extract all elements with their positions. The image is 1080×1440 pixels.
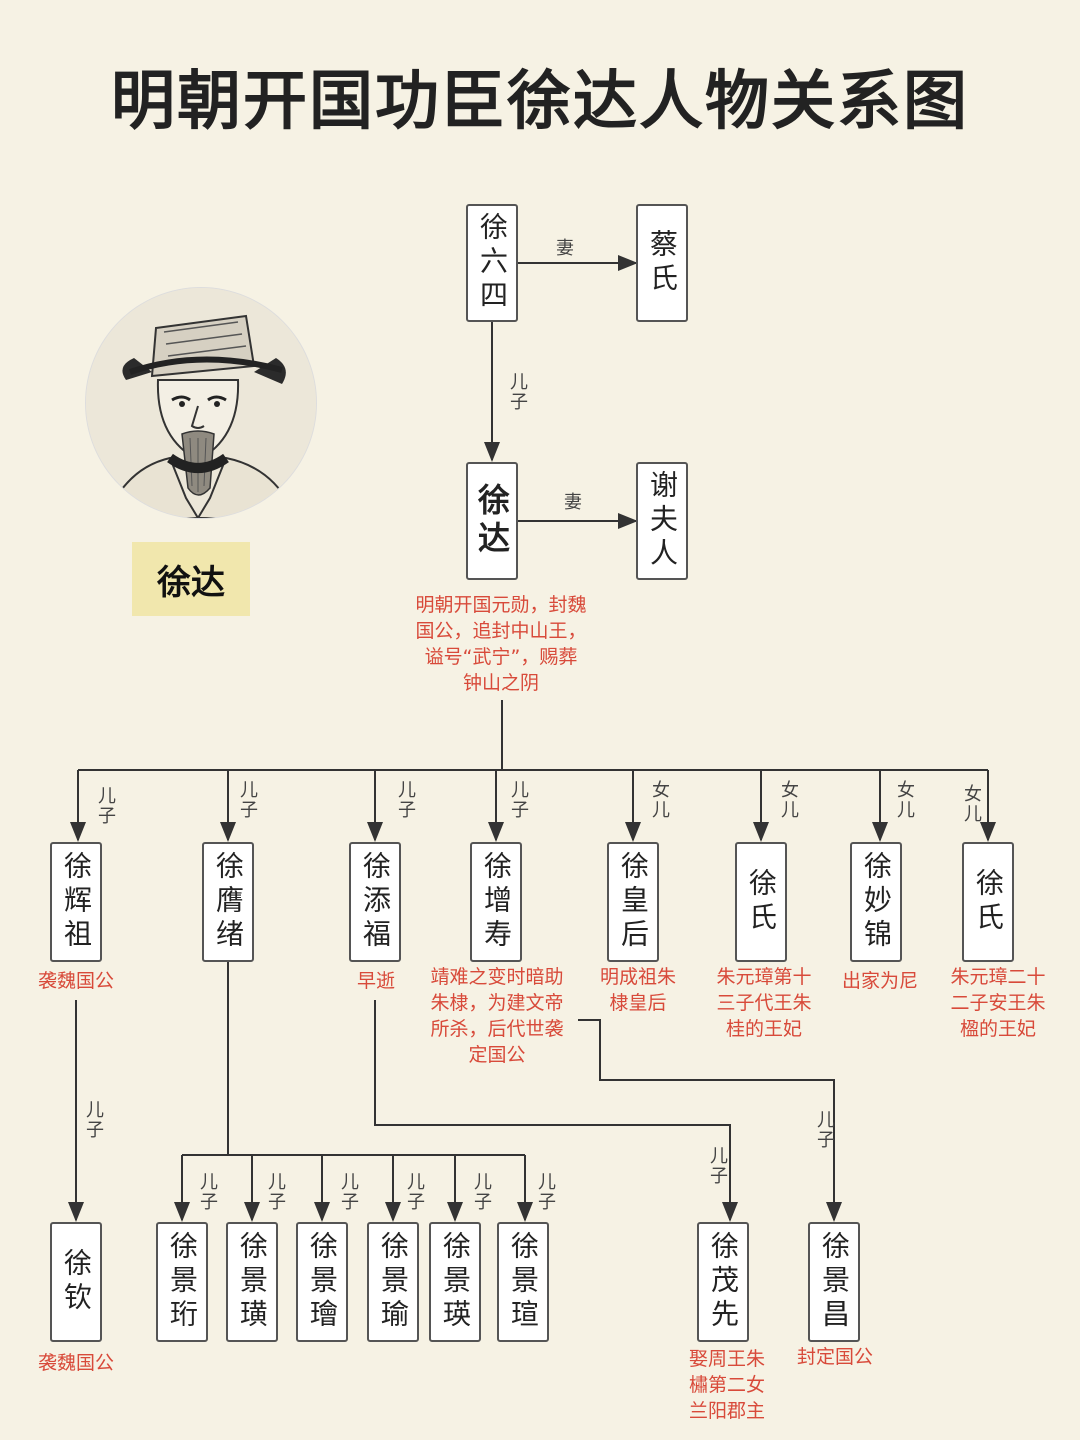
person-name: 徐景珩 xyxy=(166,1231,199,1333)
person-name: 徐景瑄 xyxy=(507,1231,540,1333)
person-node-xu-zengshou[interactable]: 徐增寿 xyxy=(470,842,522,962)
person-node-xu-miaojin[interactable]: 徐妙锦 xyxy=(850,842,902,962)
relation-label-son: 儿子 xyxy=(338,1172,359,1212)
note-xu-qin: 袭魏国公 xyxy=(37,1352,114,1374)
person-name: 徐六四 xyxy=(476,212,509,314)
person-node-xie-furen[interactable]: 谢夫人 xyxy=(636,462,688,580)
person-name: 徐氏 xyxy=(745,868,778,936)
relation-label-son: 儿子 xyxy=(707,1146,728,1186)
note-xu-tianfu: 早逝 xyxy=(356,970,395,992)
person-name: 徐景瑛 xyxy=(439,1231,472,1333)
person-node-xu-jingheng[interactable]: 徐景珩 xyxy=(156,1222,208,1342)
person-name: 徐妙锦 xyxy=(860,851,893,953)
person-name: 徐达 xyxy=(473,483,511,559)
relation-label-wife: 妻 xyxy=(556,238,574,259)
person-node-xu-yingxu[interactable]: 徐膺绪 xyxy=(202,842,254,962)
person-name: 徐钦 xyxy=(60,1248,93,1316)
relation-label-daughter: 女儿 xyxy=(649,780,670,820)
person-node-xu-da[interactable]: 徐达 xyxy=(466,462,518,580)
person-node-xu-jinghuang[interactable]: 徐景璜 xyxy=(226,1222,278,1342)
person-node-xu-tianfu[interactable]: 徐添福 xyxy=(349,842,401,962)
person-name: 徐景璯 xyxy=(306,1231,339,1333)
note-xu-shi-b: 朱元璋二十二子安王朱楹的王妃 xyxy=(950,966,1046,1040)
relation-label-son: 儿子 xyxy=(507,372,528,412)
relation-label-son: 儿子 xyxy=(471,1172,492,1212)
person-node-xu-liusi[interactable]: 徐六四 xyxy=(466,204,518,322)
person-node-xu-shi-b[interactable]: 徐氏 xyxy=(962,842,1014,962)
relation-label-son: 儿子 xyxy=(237,780,258,820)
person-name: 徐茂先 xyxy=(707,1231,740,1333)
portrait-caption: 徐达 xyxy=(132,542,250,616)
person-node-xu-huanghou[interactable]: 徐皇后 xyxy=(607,842,659,962)
note-xu-shi-a: 朱元璋第十三子代王朱桂的王妃 xyxy=(716,966,812,1040)
relation-label-son: 儿子 xyxy=(95,786,116,826)
person-name: 徐添福 xyxy=(359,851,392,953)
relation-label-son: 儿子 xyxy=(508,780,529,820)
person-node-xu-huizu[interactable]: 徐辉祖 xyxy=(50,842,102,962)
relation-label-son: 儿子 xyxy=(395,780,416,820)
relation-label-daughter: 女儿 xyxy=(778,780,799,820)
person-name: 徐景璜 xyxy=(236,1231,269,1333)
portrait-sketch xyxy=(86,288,316,518)
relation-label-son: 儿子 xyxy=(265,1172,286,1212)
relation-label-son: 儿子 xyxy=(535,1172,556,1212)
person-name: 徐增寿 xyxy=(480,851,513,953)
relation-label-daughter: 女儿 xyxy=(894,780,915,820)
note-xu-jingchang: 封定国公 xyxy=(796,1346,873,1368)
relation-label-son: 儿子 xyxy=(83,1100,104,1140)
person-name: 徐皇后 xyxy=(617,851,650,953)
person-name: 徐景昌 xyxy=(818,1231,851,1333)
page-title: 明朝开国功臣徐达人物关系图 xyxy=(111,65,969,139)
note-xu-miaojin: 出家为尼 xyxy=(841,970,918,992)
person-name: 蔡氏 xyxy=(646,229,679,297)
person-node-xu-jingxuan[interactable]: 徐景瑄 xyxy=(497,1222,549,1342)
person-node-xu-jingchang[interactable]: 徐景昌 xyxy=(808,1222,860,1342)
person-node-xu-maoxian[interactable]: 徐茂先 xyxy=(697,1222,749,1342)
relation-label-son: 儿子 xyxy=(814,1110,835,1150)
note-xu-da: 明朝开国元勋，封魏国公，追封中山王，谥号“武宁”，赐葬钟山之阴 xyxy=(415,594,587,694)
note-xu-huizu: 袭魏国公 xyxy=(37,970,114,992)
relation-label-wife: 妻 xyxy=(564,492,582,513)
person-node-cai-shi[interactable]: 蔡氏 xyxy=(636,204,688,322)
note-xu-zengshou: 靖难之变时暗助朱棣，为建文帝所杀，后代世袭定国公 xyxy=(430,966,564,1066)
person-node-xu-jinghui[interactable]: 徐景璯 xyxy=(296,1222,348,1342)
person-node-xu-qin[interactable]: 徐钦 xyxy=(50,1222,102,1342)
portrait-image xyxy=(86,288,316,518)
note-xu-huanghou: 明成祖朱棣皇后 xyxy=(599,966,676,1014)
person-node-xu-jingyu[interactable]: 徐景瑜 xyxy=(367,1222,419,1342)
person-name: 徐膺绪 xyxy=(212,851,245,953)
note-xu-maoxian: 娶周王朱橚第二女兰阳郡主 xyxy=(688,1348,765,1422)
person-name: 徐氏 xyxy=(972,868,1005,936)
person-name: 徐景瑜 xyxy=(377,1231,410,1333)
relation-label-daughter: 女儿 xyxy=(961,784,982,824)
relation-label-son: 儿子 xyxy=(404,1172,425,1212)
person-name: 谢夫人 xyxy=(646,470,679,572)
relation-label-son: 儿子 xyxy=(197,1172,218,1212)
person-node-xu-shi-a[interactable]: 徐氏 xyxy=(735,842,787,962)
person-name: 徐辉祖 xyxy=(60,851,93,953)
person-node-xu-jingying[interactable]: 徐景瑛 xyxy=(429,1222,481,1342)
